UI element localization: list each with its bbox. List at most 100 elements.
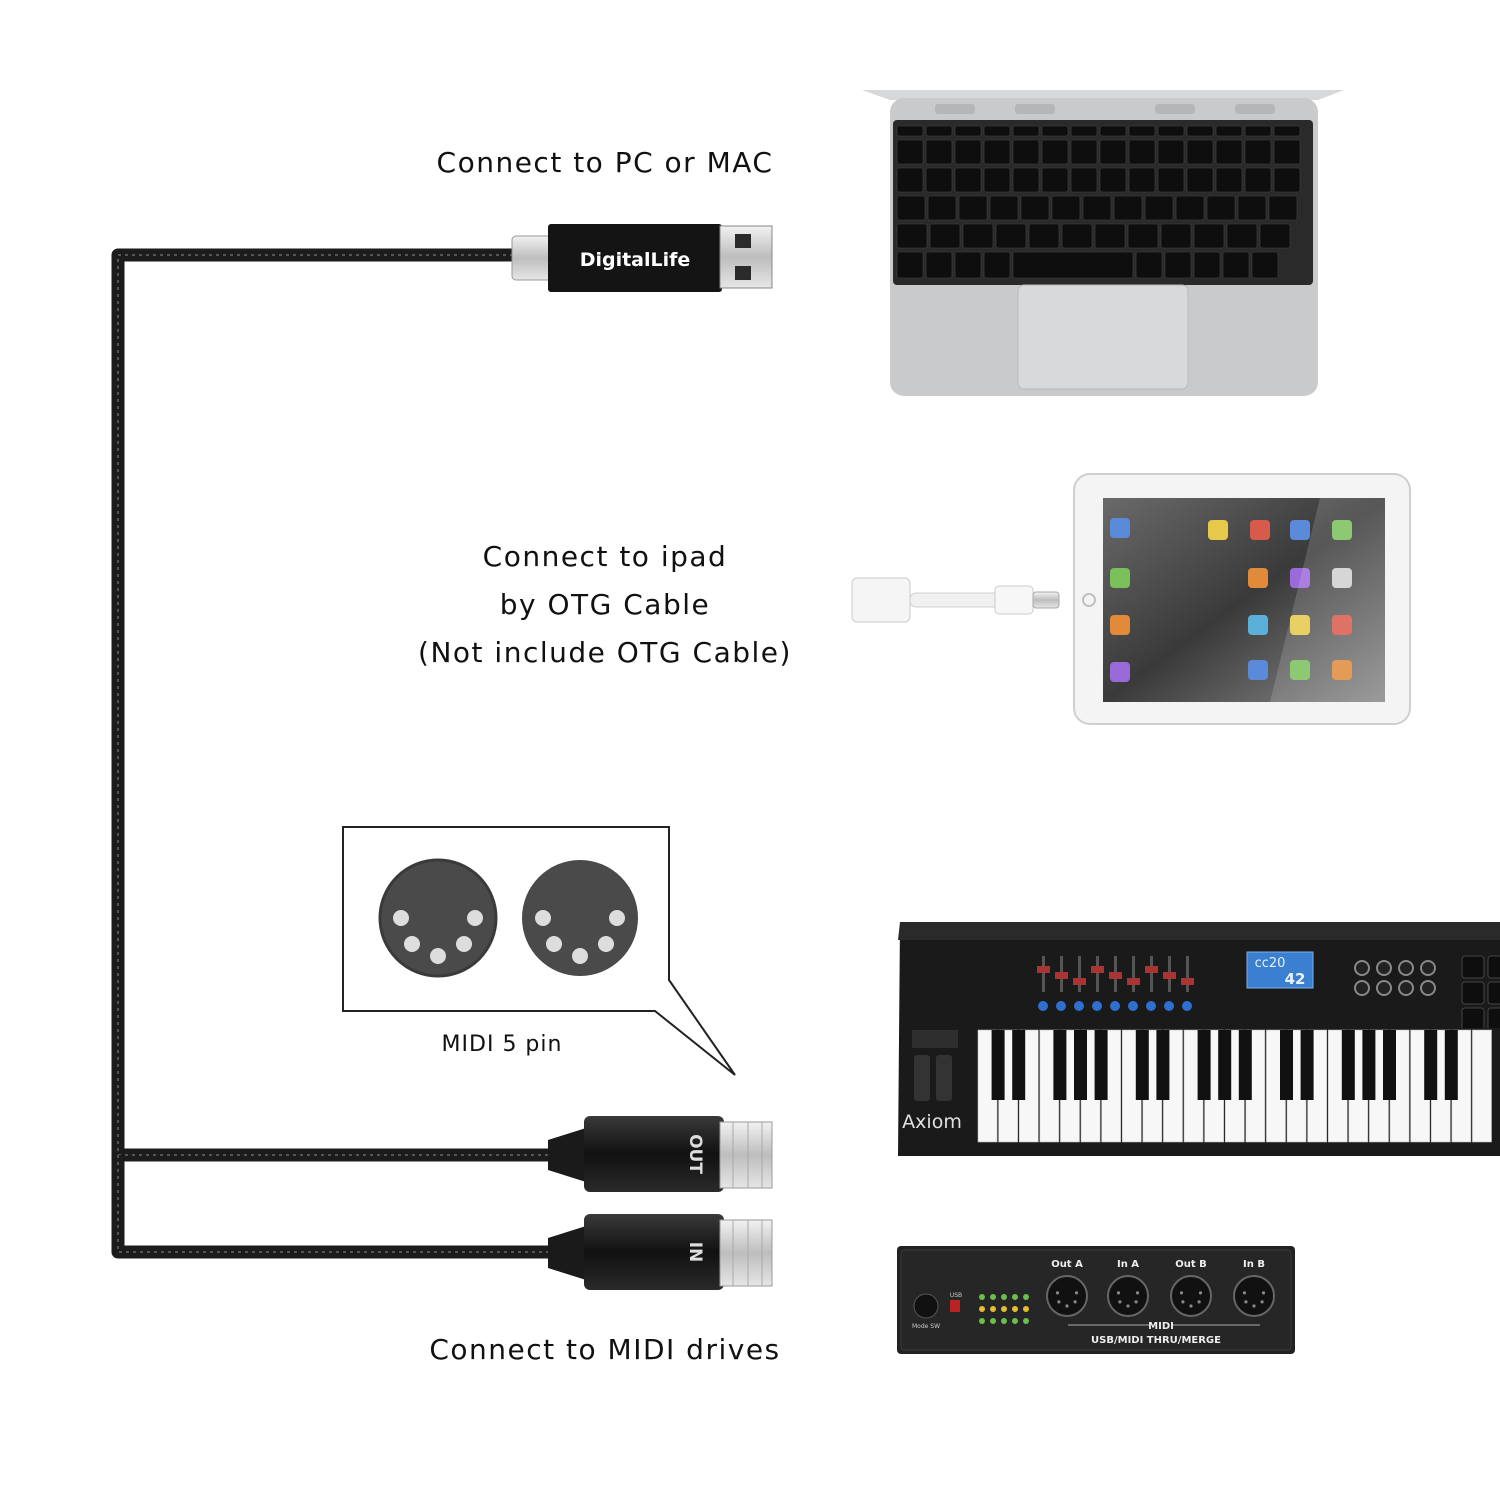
status-led: [1001, 1318, 1007, 1324]
laptop-key: [983, 125, 1011, 137]
status-led: [979, 1318, 985, 1324]
laptop-key: [954, 251, 982, 279]
port-pin: [1252, 1304, 1256, 1308]
laptop-key: [1215, 125, 1243, 137]
button: [1182, 1001, 1192, 1011]
port-label: In A: [1117, 1259, 1139, 1270]
port-pin: [1260, 1300, 1264, 1304]
fader-cap: [1163, 972, 1176, 979]
laptop-key: [1028, 223, 1060, 249]
button: [1110, 1001, 1120, 1011]
lcd-line2: 42: [1285, 970, 1306, 988]
laptop-key: [1251, 251, 1279, 279]
app-icon: [1290, 568, 1310, 588]
black-key: [1197, 1030, 1211, 1100]
knob: [1420, 960, 1436, 976]
knob: [1420, 980, 1436, 996]
status-led: [1023, 1306, 1029, 1312]
status-led: [979, 1294, 985, 1300]
port-pin: [1116, 1291, 1121, 1295]
din-socket-left: [378, 858, 498, 978]
interface-midi-label: MIDI: [1148, 1321, 1174, 1332]
laptop-key: [1070, 139, 1098, 165]
drum-pad: [1461, 1007, 1485, 1031]
app-icon: [1332, 520, 1352, 540]
port-pin: [1135, 1291, 1140, 1295]
laptop-key: [1099, 125, 1127, 137]
knob: [1376, 960, 1392, 976]
ipad-label-line-3: (Not include OTG Cable): [418, 636, 792, 669]
laptop-image: [862, 90, 1344, 396]
app-icon: [1110, 662, 1130, 682]
laptop-key: [1012, 139, 1040, 165]
black-key: [1094, 1030, 1108, 1100]
drum-pad: [1487, 981, 1500, 1005]
black-key: [1424, 1030, 1438, 1100]
app-icon: [1248, 615, 1268, 635]
fader-cap: [1073, 978, 1086, 985]
laptop-key: [1244, 167, 1272, 193]
keyboard-brand-label: Axiom: [902, 1111, 962, 1133]
port-pin: [1198, 1291, 1203, 1295]
laptop-key: [954, 125, 982, 137]
black-key: [1053, 1030, 1067, 1100]
app-icon: [1250, 520, 1270, 540]
usb-brand-label: DigitalLife: [580, 249, 691, 271]
laptop-key: [1215, 139, 1243, 165]
laptop-key: [1268, 195, 1298, 221]
laptop-key: [958, 195, 988, 221]
button: [1038, 1001, 1048, 1011]
laptop-key: [1193, 251, 1221, 279]
port-pin: [1181, 1300, 1185, 1304]
status-led: [1023, 1318, 1029, 1324]
laptop-key: [995, 223, 1027, 249]
status-led: [990, 1294, 996, 1300]
app-icon: [1248, 660, 1268, 680]
laptop-key: [983, 251, 1011, 279]
laptop-key: [1128, 139, 1156, 165]
port-pin: [1134, 1300, 1138, 1304]
app-icon: [1332, 660, 1352, 680]
laptop-key: [1164, 251, 1192, 279]
laptop-key: [1041, 139, 1069, 165]
laptop-key: [1041, 125, 1069, 137]
app-icon: [1290, 660, 1310, 680]
otg-adapter: [851, 577, 1060, 623]
laptop-key: [1186, 167, 1214, 193]
connect-ipad-label: Connect to ipad by OTG Cable (Not includ…: [380, 533, 830, 677]
connect-midi-label: Connect to MIDI drives: [429, 1333, 781, 1366]
port-pin: [1179, 1291, 1184, 1295]
keyboard-pads: [1461, 955, 1500, 1031]
laptop-key: [1186, 125, 1214, 137]
laptop-key: [925, 167, 953, 193]
laptop-key: [1160, 223, 1192, 249]
black-key: [1218, 1030, 1232, 1100]
port-pin: [1057, 1300, 1061, 1304]
knob: [1376, 980, 1392, 996]
status-led: [990, 1318, 996, 1324]
black-key: [1362, 1030, 1376, 1100]
laptop-key: [896, 195, 926, 221]
interface-leds: [979, 1294, 1029, 1324]
port-pin: [1244, 1300, 1248, 1304]
laptop-key: [1193, 223, 1225, 249]
laptop-key: [1051, 195, 1081, 221]
laptop-key: [1144, 195, 1174, 221]
app-icon: [1290, 520, 1310, 540]
black-key: [1280, 1030, 1293, 1100]
lcd-line1: cc20: [1255, 956, 1286, 971]
ipad-label-line-2: by OTG Cable: [499, 588, 711, 621]
black-key: [1444, 1030, 1458, 1100]
din-port: [1046, 1275, 1088, 1317]
midi-5pin-label: MIDI 5 pin: [441, 1032, 563, 1057]
laptop-key: [1113, 195, 1143, 221]
knob: [1398, 960, 1414, 976]
laptop-key: [1012, 125, 1040, 137]
status-led: [1012, 1306, 1018, 1312]
app-icon: [1208, 520, 1228, 540]
port-pin: [1055, 1291, 1060, 1295]
black-key: [991, 1030, 1005, 1100]
port-pin: [1074, 1291, 1079, 1295]
